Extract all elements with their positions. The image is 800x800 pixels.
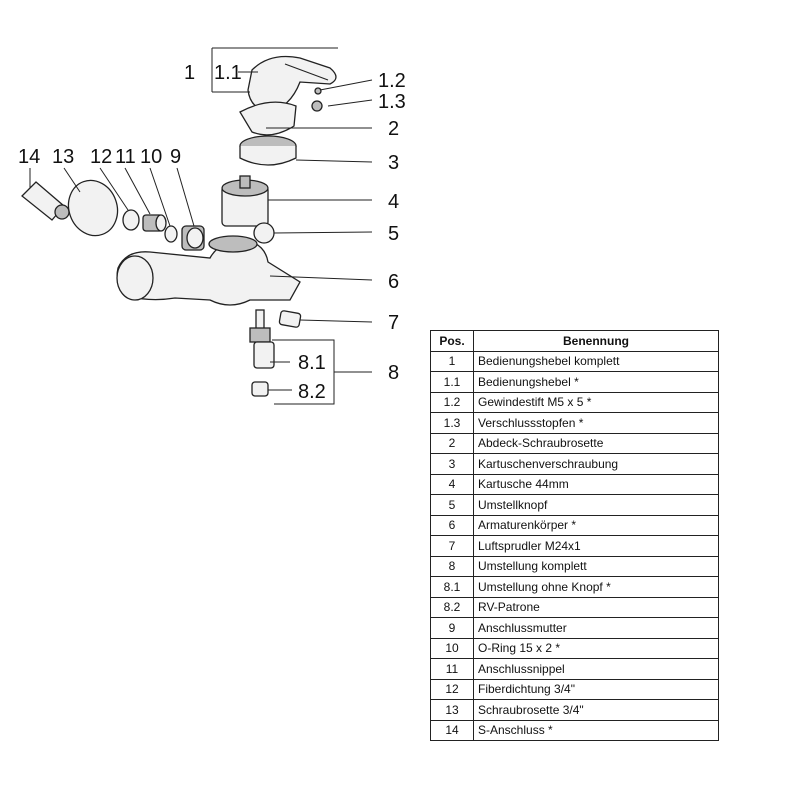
row-pos: 3 <box>430 453 474 475</box>
row-name: Abdeck-Schraubrosette <box>473 432 719 454</box>
row-name: Anschlussmutter <box>473 617 719 639</box>
row-pos: 5 <box>430 494 474 516</box>
label-8-1: 8.1 <box>298 352 326 374</box>
row-name: S-Anschluss * <box>473 719 719 741</box>
row-name: Gewindestift M5 x 5 * <box>473 391 719 413</box>
label-11: 11 <box>115 146 136 168</box>
part-diverter-knob <box>253 222 275 244</box>
row-pos: 8 <box>430 555 474 577</box>
header-pos: Pos. <box>430 330 474 352</box>
label-4: 4 <box>388 191 399 213</box>
table-header-row: Pos. Benennung <box>430 330 719 352</box>
row-pos: 10 <box>430 637 474 659</box>
row-name: Bedienungshebel komplett <box>473 350 719 372</box>
label-14: 14 <box>18 146 40 168</box>
row-pos: 13 <box>430 699 474 721</box>
part-cover-rosette <box>239 101 297 136</box>
row-name: O-Ring 15 x 2 * <box>473 637 719 659</box>
part-connection-nipple <box>142 214 167 232</box>
row-pos: 1.1 <box>430 371 474 393</box>
row-name: Schraubrosette 3/4" <box>473 699 719 721</box>
row-pos: 8.2 <box>430 596 474 618</box>
label-7: 7 <box>388 312 399 334</box>
part-labels: 1 1.1 1.2 1.3 2 3 4 5 6 7 8 8.1 8.2 14 1… <box>18 62 406 403</box>
label-9: 9 <box>170 146 181 168</box>
row-name: RV-Patrone <box>473 596 719 618</box>
row-pos: 1.3 <box>430 412 474 434</box>
label-5: 5 <box>388 223 399 245</box>
row-name: Umstellung ohne Knopf * <box>473 576 719 598</box>
part-cartridge-nut <box>239 135 297 166</box>
row-name: Bedienungshebel * <box>473 371 719 393</box>
part-plug <box>311 100 323 112</box>
label-1-1: 1.1 <box>214 62 242 84</box>
label-6: 6 <box>388 271 399 293</box>
row-name: Anschlussnippel <box>473 658 719 680</box>
row-pos: 1 <box>430 350 474 372</box>
row-pos: 8.1 <box>430 576 474 598</box>
row-pos: 1.2 <box>430 391 474 413</box>
part-cartridge <box>221 175 269 227</box>
label-12: 12 <box>90 146 112 168</box>
row-name: Umstellung komplett <box>473 555 719 577</box>
part-valve-body <box>116 235 301 306</box>
header-name: Benennung <box>473 330 719 352</box>
part-screw-rosette <box>67 179 119 237</box>
row-name: Luftsprudler M24x1 <box>473 535 719 557</box>
label-3: 3 <box>388 152 399 174</box>
row-name: Verschlussstopfen * <box>473 412 719 434</box>
label-1-2: 1.2 <box>378 70 406 92</box>
label-10: 10 <box>140 146 162 168</box>
part-o-ring <box>164 225 178 243</box>
row-pos: 6 <box>430 514 474 536</box>
row-name: Armaturenkörper * <box>473 514 719 536</box>
part-connection-nut <box>181 225 205 251</box>
exploded-view-diagram: 1 1.1 1.2 1.3 2 3 4 5 6 7 8 8.1 8.2 14 1… <box>18 47 406 405</box>
row-name: Fiberdichtung 3/4" <box>473 678 719 700</box>
part-check-valve <box>251 381 269 397</box>
leader-lines <box>29 47 373 405</box>
row-pos: 9 <box>430 617 474 639</box>
part-diverter <box>249 309 275 369</box>
part-s-connector <box>21 181 70 221</box>
row-name: Kartuschenverschraubung <box>473 453 719 475</box>
part-set-screw <box>314 87 322 95</box>
row-pos: 4 <box>430 473 474 495</box>
row-name: Umstellknopf <box>473 494 719 516</box>
row-pos: 12 <box>430 678 474 700</box>
row-pos: 7 <box>430 535 474 557</box>
row-pos: 14 <box>430 719 474 741</box>
row-pos: 11 <box>430 658 474 680</box>
label-1: 1 <box>184 62 195 84</box>
label-8-2: 8.2 <box>298 381 326 403</box>
label-1-3: 1.3 <box>378 91 406 113</box>
part-fiber-gasket <box>122 209 140 231</box>
row-name: Kartusche 44mm <box>473 473 719 495</box>
label-2: 2 <box>388 118 399 140</box>
row-pos: 2 <box>430 432 474 454</box>
label-13: 13 <box>52 146 74 168</box>
label-8: 8 <box>388 362 399 384</box>
part-aerator <box>278 310 302 328</box>
